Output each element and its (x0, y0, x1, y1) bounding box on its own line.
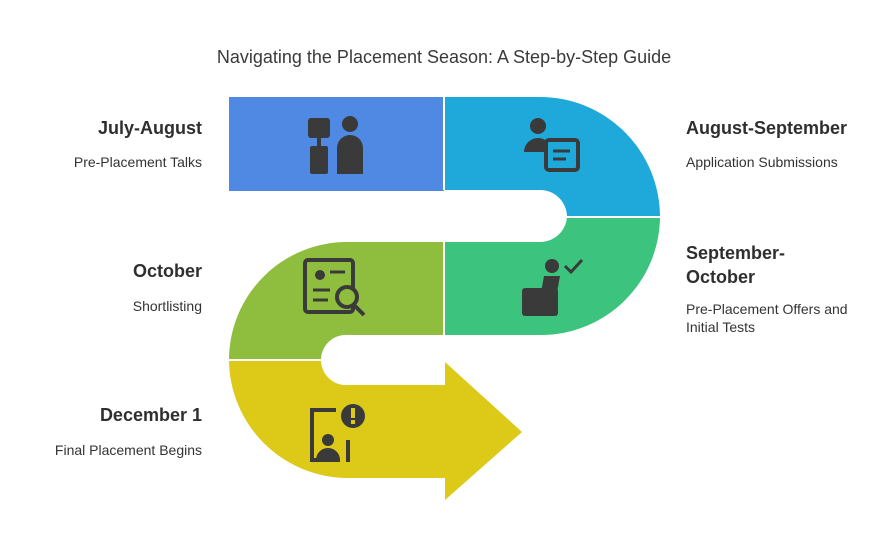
application-form-icon (524, 118, 580, 172)
stage-3-period: September- October (686, 243, 786, 287)
stage-1-period: July-August (97, 118, 202, 138)
stage-3-description: Pre-Placement Offers and Initial Tests (686, 301, 848, 335)
stage-1-segment (229, 97, 444, 191)
presentation-icon (308, 116, 363, 174)
stage-2-description: Application Submissions (686, 154, 838, 170)
stage-2-period: August-September (686, 118, 848, 138)
stage-5-segment (229, 360, 522, 500)
stage-4-description: Shortlisting (132, 298, 202, 314)
stage-1-description: Pre-Placement Talks (73, 154, 202, 170)
diagram-title: Navigating the Placement Season: A Step-… (216, 47, 672, 67)
alert-candidate-icon (310, 404, 365, 462)
stage-5-description: Final Placement Begins (54, 442, 202, 458)
test-check-icon (522, 258, 584, 316)
stage-5-period: December 1 (99, 405, 202, 425)
stage-4-period: October (132, 261, 202, 281)
resume-search-icon (303, 258, 366, 317)
